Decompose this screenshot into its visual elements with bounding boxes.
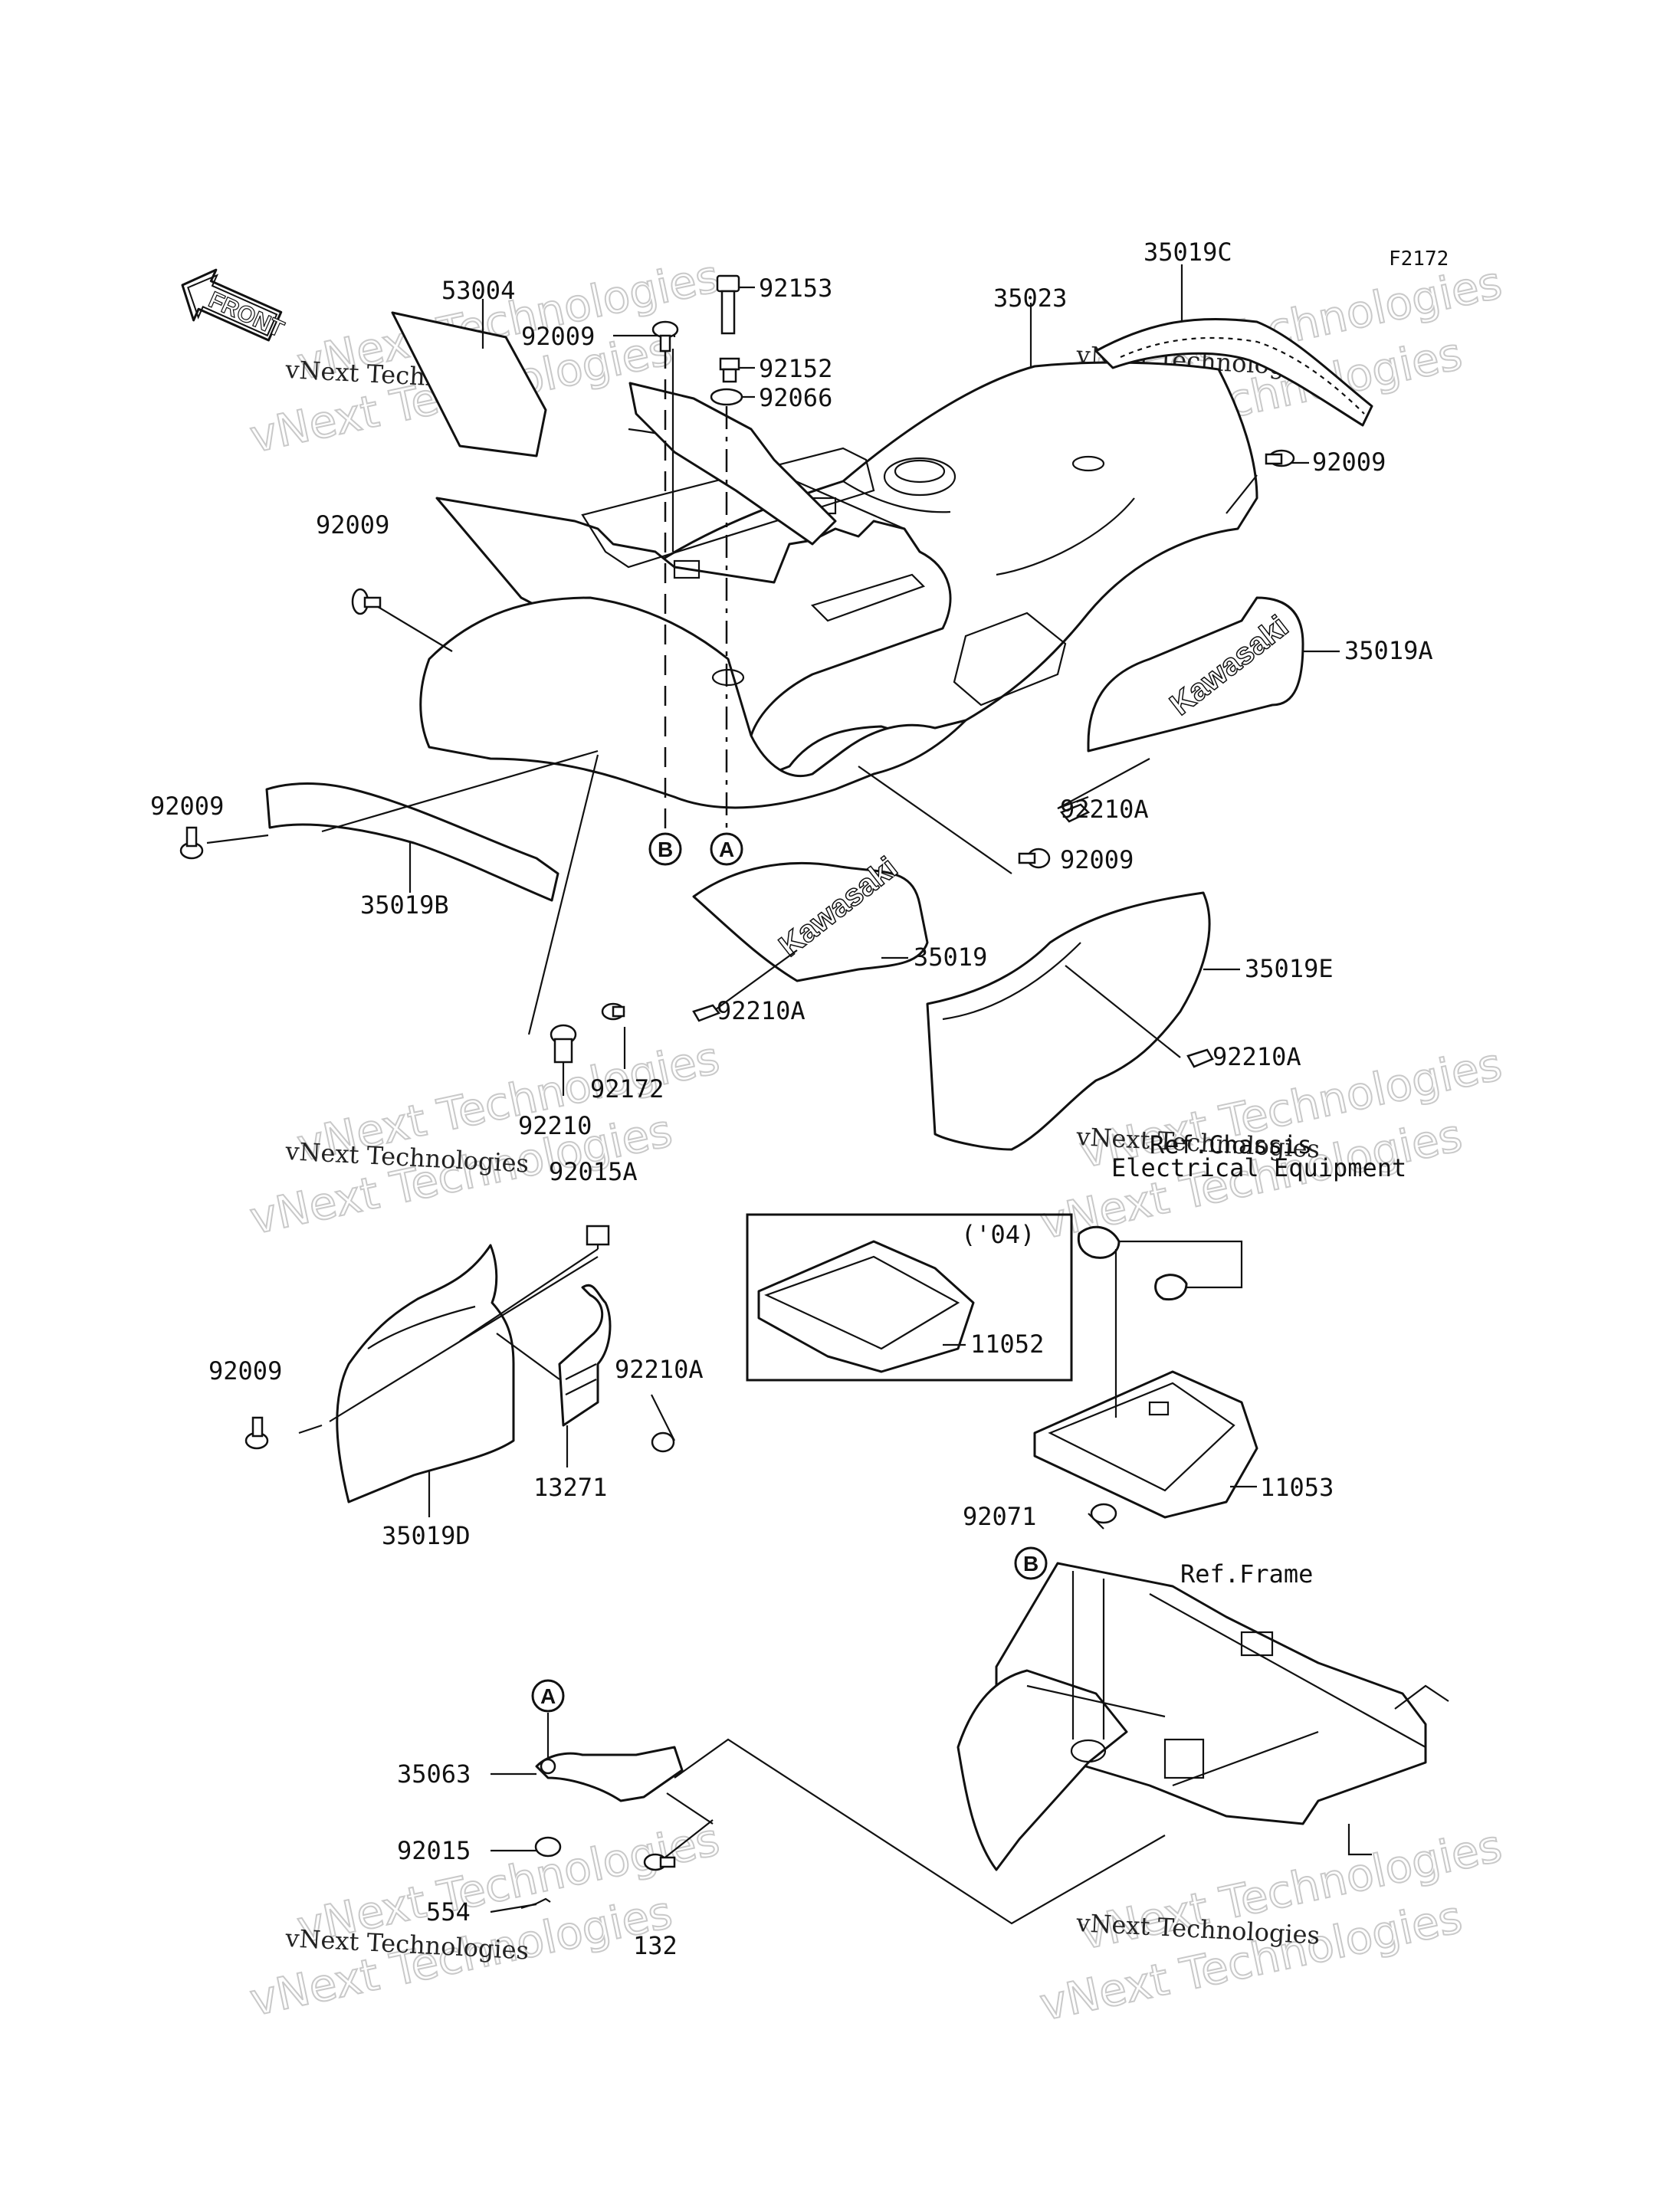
front-fender bbox=[419, 382, 967, 809]
label-92152: 92152 bbox=[759, 354, 832, 383]
clip-nut-92015A-icon bbox=[586, 1225, 610, 1246]
svg-text:11052: 11052 bbox=[970, 1330, 1044, 1359]
callout-b-top: B bbox=[648, 832, 682, 866]
battery-tray-11053: 11053 bbox=[1033, 1370, 1334, 1519]
front-arrow-icon: FRONT bbox=[181, 268, 288, 343]
label-92009: 92009 bbox=[150, 792, 224, 821]
clip-92210A-icon bbox=[1186, 1048, 1214, 1068]
bolt-92153-icon bbox=[716, 274, 740, 335]
year-note: ('04) bbox=[961, 1220, 1035, 1249]
label-92210A: 92210A bbox=[1060, 795, 1149, 824]
figure-code: F2172 bbox=[1389, 248, 1449, 271]
cover-35019D: 35019D bbox=[336, 1244, 515, 1550]
svg-text:B: B bbox=[1023, 1552, 1039, 1576]
side-cover-35019A: Kawasaki 35019A bbox=[1087, 596, 1433, 753]
collar-92210-icon bbox=[550, 1024, 577, 1064]
svg-text:35019: 35019 bbox=[914, 943, 987, 972]
ref-frame: Ref.Frame bbox=[1180, 1559, 1313, 1589]
clip-92210A-icon bbox=[692, 1004, 721, 1022]
label-92210A: 92210A bbox=[1212, 1042, 1301, 1071]
nut-92015-icon bbox=[534, 1836, 562, 1858]
rail-35019C: 35019C bbox=[1094, 238, 1373, 427]
label-92066: 92066 bbox=[759, 383, 832, 412]
callout-a-bottom: A bbox=[531, 1679, 565, 1713]
label-92210: 92210 bbox=[518, 1111, 592, 1140]
nut-92210A-icon bbox=[651, 1431, 675, 1453]
screw-92009-icon bbox=[651, 320, 679, 353]
label-92009: 92009 bbox=[1060, 845, 1134, 874]
svg-text:11053: 11053 bbox=[1260, 1473, 1334, 1502]
svg-text:B: B bbox=[658, 838, 673, 861]
svg-text:35019C: 35019C bbox=[1144, 238, 1232, 267]
panel-35019E: 35019E bbox=[926, 891, 1334, 1151]
svg-text:53004: 53004 bbox=[441, 276, 515, 305]
ref-chassis-line2: Electrical Equipment bbox=[1111, 1153, 1406, 1182]
watermark: vNext Technologies vNext Technologies bbox=[244, 1812, 724, 2027]
screw-92009-icon bbox=[179, 826, 204, 860]
svg-text:A: A bbox=[540, 1684, 556, 1708]
label-92153: 92153 bbox=[759, 274, 832, 303]
chassis-clips: Ref.Chassis Electrical Equipment bbox=[1077, 1130, 1406, 1418]
bracket-35063 bbox=[535, 1746, 684, 1802]
label-92015: 92015 bbox=[397, 1836, 471, 1865]
label-92009: 92009 bbox=[1312, 448, 1386, 477]
label-35063: 35063 bbox=[397, 1759, 471, 1789]
svg-text:35019B: 35019B bbox=[360, 890, 449, 920]
bolt-92152-icon bbox=[719, 357, 740, 383]
callout-b-bottom: B bbox=[1014, 1546, 1048, 1580]
screw-92009-icon bbox=[244, 1416, 269, 1450]
screw-92172-icon bbox=[601, 1002, 625, 1021]
svg-text:13271: 13271 bbox=[533, 1473, 607, 1502]
label-92210A: 92210A bbox=[615, 1355, 704, 1384]
bolt-132-icon bbox=[643, 1853, 676, 1871]
battery-tray-11052-box: ('04) 11052 bbox=[746, 1213, 1073, 1382]
screw-92009-icon bbox=[351, 588, 382, 615]
clip-92210A-icon bbox=[1059, 803, 1091, 823]
part-labels: 92009 92153 92152 92066 35023 92009 9200… bbox=[150, 274, 1386, 1960]
front-label: FRONT bbox=[205, 287, 287, 343]
sheet-53004: 53004 bbox=[391, 276, 547, 457]
svg-text:35019D: 35019D bbox=[382, 1521, 471, 1550]
pin-554-icon bbox=[520, 1897, 551, 1910]
ref-chassis-line1: Ref.Chassis bbox=[1150, 1130, 1312, 1159]
hardware bbox=[179, 274, 1295, 1910]
screw-92009-icon bbox=[1018, 848, 1051, 869]
bracket-13271: 13271 bbox=[533, 1284, 612, 1502]
label-92210A: 92210A bbox=[717, 996, 806, 1025]
svg-text:A: A bbox=[719, 838, 734, 861]
label-132: 132 bbox=[633, 1931, 678, 1960]
label-92009: 92009 bbox=[208, 1356, 282, 1385]
label-92071: 92071 bbox=[963, 1502, 1036, 1531]
label-92009: 92009 bbox=[316, 510, 389, 539]
callout-a-top: A bbox=[710, 832, 743, 866]
label-554: 554 bbox=[426, 1897, 471, 1926]
svg-text:35019E: 35019E bbox=[1245, 954, 1334, 983]
label-92172: 92172 bbox=[590, 1074, 664, 1103]
washer-92066-icon bbox=[710, 388, 743, 406]
svg-text:35019A: 35019A bbox=[1344, 636, 1433, 665]
screw-92009-icon bbox=[1265, 449, 1295, 467]
label-92009: 92009 bbox=[521, 322, 595, 351]
strip-35019B: 35019B bbox=[265, 782, 559, 920]
label-35023: 35023 bbox=[993, 284, 1067, 313]
label-92015A: 92015A bbox=[549, 1157, 638, 1186]
side-cover-35019: Kawasaki 35019 bbox=[692, 850, 987, 982]
frame-assembly: Ref.Frame bbox=[956, 1559, 1449, 1871]
grommet-92071-icon bbox=[1090, 1503, 1117, 1524]
